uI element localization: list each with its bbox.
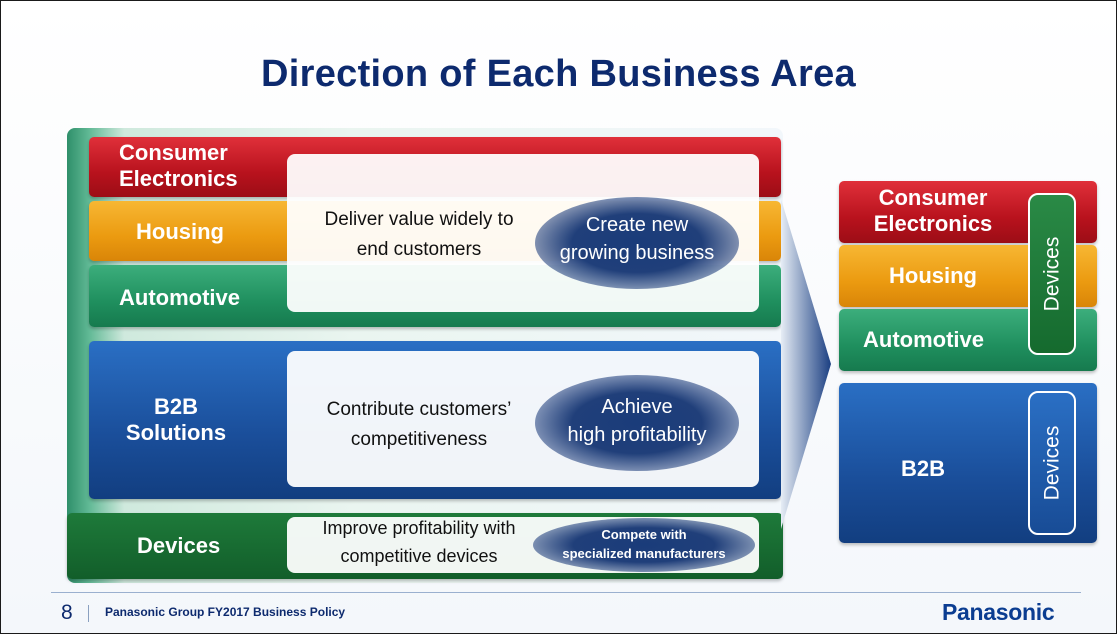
page-number: 8 (61, 601, 73, 624)
achieve-high-profitability-text: Achieve high profitability (567, 396, 707, 446)
automotive-label: Automotive (119, 285, 240, 310)
right-b2b-label: B2B (901, 456, 946, 481)
right-automotive-label: Automotive (863, 327, 984, 352)
right-devices-tag-top-label: Devices (1040, 236, 1064, 312)
right-devices-tag-bottom-label: Devices (1040, 425, 1064, 501)
slide-title: Direction of Each Business Area (261, 53, 856, 95)
compete-specialized-oval (533, 518, 755, 572)
achieve-high-profitability-oval (535, 375, 739, 471)
right-devices-tag-bottom: Devices (1028, 391, 1076, 535)
consumer-electronics-label: Consumer Electronics (119, 140, 238, 191)
right-consumer-electronics-label: Consumer Electronics (873, 185, 993, 236)
devices-label: Devices (137, 533, 221, 558)
b2b-direction-text: Contribute customers’ competitiveness (326, 399, 512, 450)
create-new-growing-business-oval (535, 197, 739, 289)
b2b-solutions-label: B2B Solutions (125, 394, 227, 445)
transition-arrow-icon (781, 199, 831, 529)
footer-separator (88, 605, 89, 622)
panasonic-logo: Panasonic (942, 599, 1055, 625)
right-housing-label: Housing (889, 263, 977, 288)
compete-specialized-text: Compete with specialized manufacturers (562, 527, 726, 561)
right-devices-tag-top: Devices (1028, 193, 1076, 355)
devices-direction-text: Improve profitability with competitive d… (322, 518, 516, 566)
housing-label: Housing (136, 219, 224, 244)
create-new-growing-business-text: Create new growing business (559, 214, 715, 264)
footer-policy-text: Panasonic Group FY2017 Business Policy (105, 605, 346, 619)
consumer-direction-text: Deliver value widely to end customers (324, 209, 514, 260)
footer-divider (51, 592, 1081, 593)
